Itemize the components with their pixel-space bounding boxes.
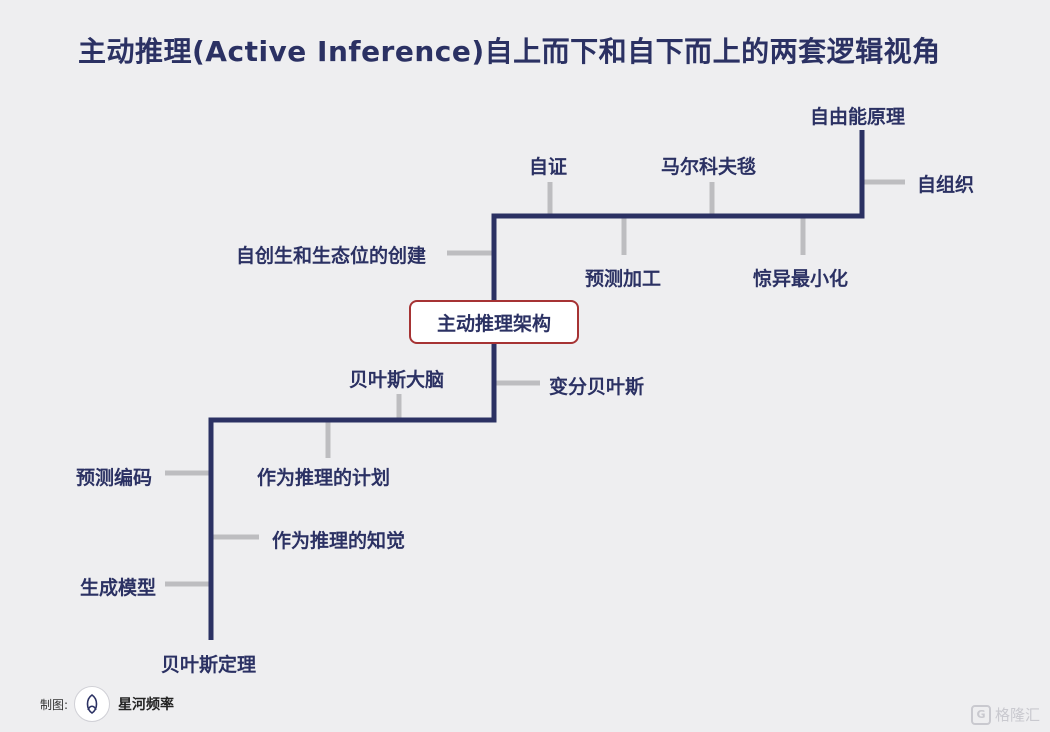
label-free-energy-principle: 自由能原理	[810, 106, 906, 128]
label-predictive-processing: 预测加工	[585, 268, 662, 290]
label-autopoiesis: 自创生和生态位的创建	[236, 245, 427, 267]
label-surprise-minimization: 惊异最小化	[753, 268, 849, 290]
label-planning-as-inference: 作为推理的计划	[257, 467, 391, 489]
label-self-organization: 自组织	[917, 174, 975, 196]
label-self-evidencing: 自证	[529, 156, 568, 178]
watermark-text: 格隆汇	[994, 706, 1040, 724]
made-by-label: 制图:	[40, 697, 69, 712]
label-predictive-coding: 预测编码	[76, 467, 153, 489]
brand-name: 星河频率	[118, 697, 175, 713]
label-perception-as-inference: 作为推理的知觉	[272, 530, 406, 552]
footer-credit: 制图: 星河频率	[40, 686, 174, 722]
label-generative-model: 生成模型	[80, 577, 157, 599]
label-variational-bayes: 变分贝叶斯	[549, 376, 645, 398]
label-bayes-theorem: 贝叶斯定理	[161, 654, 257, 676]
brand-logo-icon	[74, 686, 111, 722]
center-box-active-inference-architecture: 主动推理架构	[409, 300, 579, 344]
label-markov-blanket: 马尔科夫毯	[661, 156, 757, 178]
label-bayesian-brain: 贝叶斯大脑	[349, 369, 445, 391]
watermark-logo-icon: G	[970, 704, 991, 725]
connector-ticks	[165, 179, 905, 587]
watermark: G 格隆汇	[970, 704, 1040, 725]
diagram-title: 主动推理(Active Inference)自上而下和自下而上的两套逻辑视角	[78, 35, 941, 68]
